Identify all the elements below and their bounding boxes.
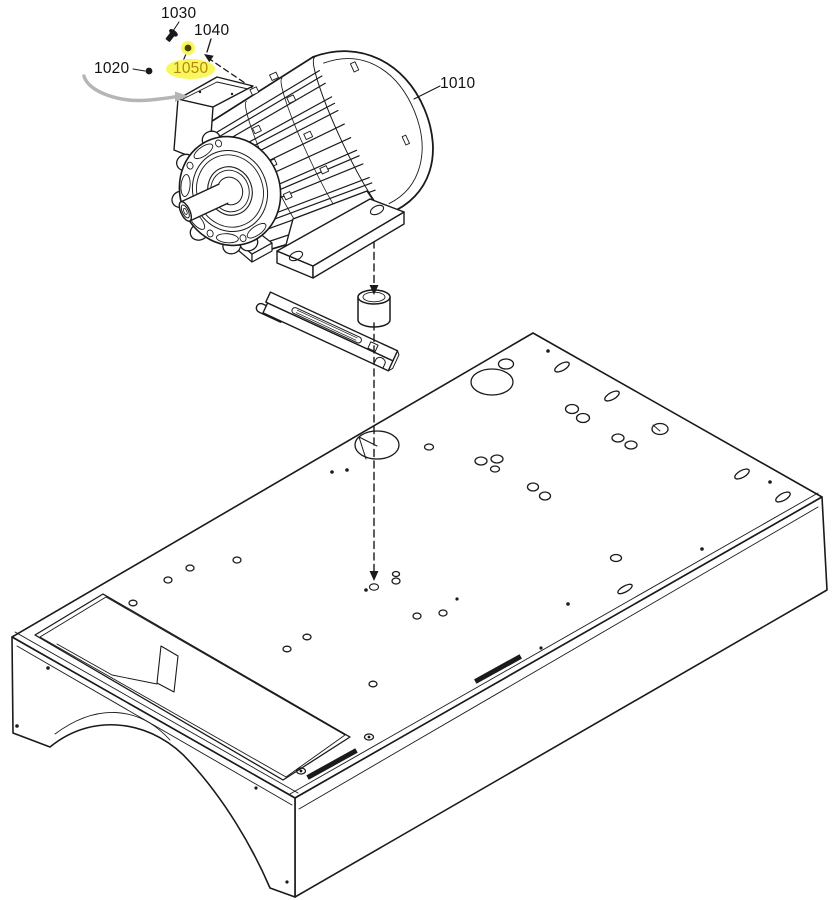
- motor-shaft: [178, 183, 229, 222]
- callout-1010[interactable]: 1010: [440, 75, 476, 92]
- motor-foot: [276, 190, 405, 279]
- part-dot-1020: [145, 67, 153, 75]
- callout-1030[interactable]: 1030: [161, 5, 197, 22]
- base-tray-cutout: [34, 593, 351, 781]
- machine-base: [11, 332, 828, 898]
- mounting-rail: [255, 291, 400, 372]
- callout-1020[interactable]: 1020: [94, 60, 130, 77]
- spacer-bushing: [357, 289, 391, 328]
- callout-leaders: [132, 21, 441, 100]
- highlighted-part-1050[interactable]: [181, 41, 195, 55]
- motor-front-flange: [171, 130, 282, 255]
- base-top-holes: [15, 349, 791, 884]
- screw-part-1030: [165, 29, 178, 42]
- callout-1040[interactable]: 1040: [194, 22, 230, 39]
- callout-1050-highlighted[interactable]: 1050: [166, 59, 216, 79]
- guide-arrow: [82, 74, 188, 103]
- electric-motor: [171, 50, 434, 279]
